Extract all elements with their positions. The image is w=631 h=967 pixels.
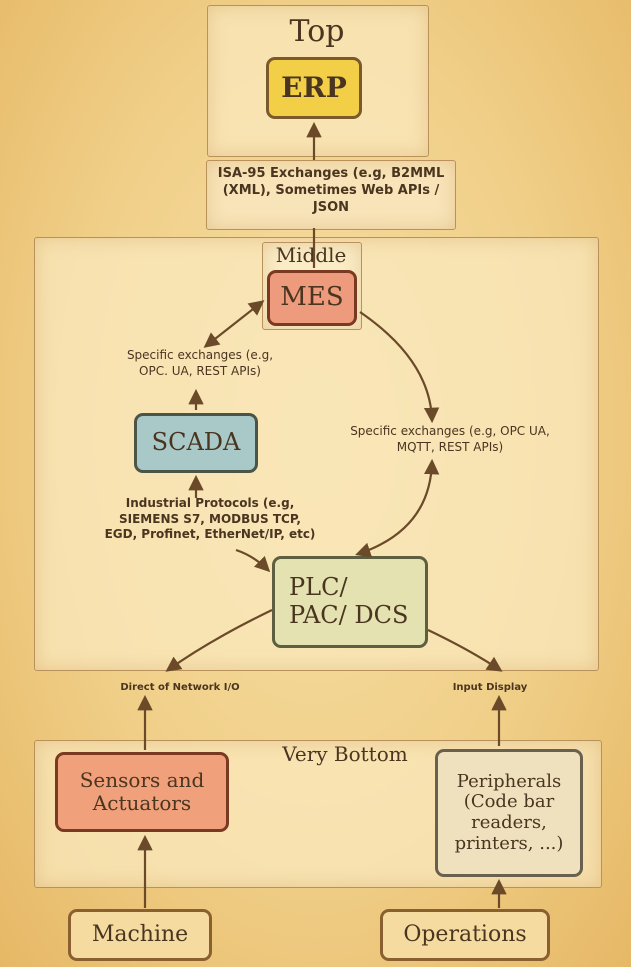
operations-label: Operations — [403, 922, 527, 948]
edge-label-plc-peripherals: Input Display — [452, 682, 528, 693]
peripherals-node[interactable]: Peripherals (Code bar readers, printers,… — [435, 749, 583, 877]
edge-label-erp-mes: ISA-95 Exchanges (e.g, B2MML (XML), Some… — [217, 166, 445, 215]
erp-node[interactable]: ERP — [266, 57, 362, 119]
edge-label-mes-plc: Specific exchanges (e.g, OPC UA, MQTT, R… — [350, 424, 550, 454]
erp-label: ERP — [281, 70, 347, 104]
level-title-top: Top — [289, 14, 345, 49]
sensors-label: Sensors and Actuators — [79, 768, 205, 815]
isa95-label-box — [206, 160, 456, 230]
sensors-node[interactable]: Sensors and Actuators — [55, 752, 229, 832]
plc-label: PLC/ PAC/ DCS — [289, 573, 409, 629]
edge-label-plc-sensors: Direct of Network I/O — [120, 682, 240, 693]
mes-node[interactable]: MES — [267, 270, 357, 326]
level-title-middle: Middle — [275, 243, 347, 267]
scada-label: SCADA — [151, 428, 241, 457]
level-title-bottom: Very Bottom — [282, 742, 408, 766]
plc-node[interactable]: PLC/ PAC/ DCS — [272, 556, 428, 648]
machine-node[interactable]: Machine — [68, 909, 212, 961]
machine-label: Machine — [91, 922, 189, 948]
peripherals-label: Peripherals (Code bar readers, printers,… — [454, 770, 564, 854]
edge-label-mes-scada: Specific exchanges (e.g, OPC. UA, REST A… — [126, 348, 274, 378]
mes-label: MES — [280, 282, 344, 313]
operations-node[interactable]: Operations — [380, 909, 550, 961]
scada-node[interactable]: SCADA — [134, 413, 258, 473]
edge-label-scada-plc: Industrial Protocols (e.g, SIEMENS S7, M… — [104, 496, 316, 542]
